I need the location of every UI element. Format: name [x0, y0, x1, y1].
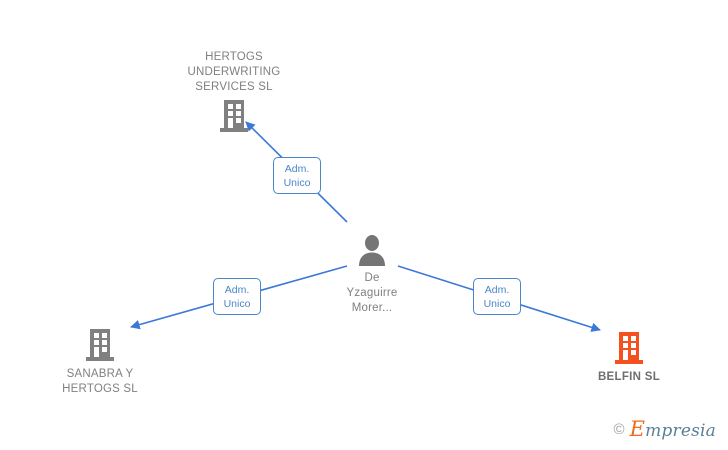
person-icon	[359, 235, 385, 266]
node-label: De Yzaguirre Morer...	[346, 272, 398, 314]
brand-wordmark: Empresia	[630, 419, 716, 440]
building-icon	[615, 332, 643, 364]
graph-node-hertogs-underwriting[interactable]: HERTOGS UNDERWRITING SERVICES SL	[154, 50, 314, 133]
empresia-watermark: © Empresia	[614, 419, 716, 440]
graph-node-belfin[interactable]: BELFIN SL	[549, 331, 709, 385]
node-label: SANABRA Y HERTOGS SL	[62, 368, 138, 395]
graph-node-person-de-yzaguirre[interactable]: De Yzaguirre Morer...	[292, 234, 452, 316]
node-label: BELFIN SL	[597, 371, 661, 383]
brand-initial: E	[629, 417, 646, 441]
edge-role-tag-edge-person-to-hertogs[interactable]: Adm. Unico	[273, 157, 321, 194]
graph-node-sanabra-y-hertogs[interactable]: SANABRA Y HERTOGS SL	[20, 328, 180, 397]
building-icon	[86, 329, 114, 361]
building-icon	[220, 100, 248, 132]
node-label: HERTOGS UNDERWRITING SERVICES SL	[187, 51, 281, 93]
edge-role-tag-edge-person-to-belfin[interactable]: Adm. Unico	[473, 278, 521, 315]
edge-role-tag-edge-person-to-sanabra[interactable]: Adm. Unico	[213, 278, 261, 315]
copyright-icon: ©	[613, 421, 625, 438]
brand-rest: mpresia	[645, 421, 716, 441]
